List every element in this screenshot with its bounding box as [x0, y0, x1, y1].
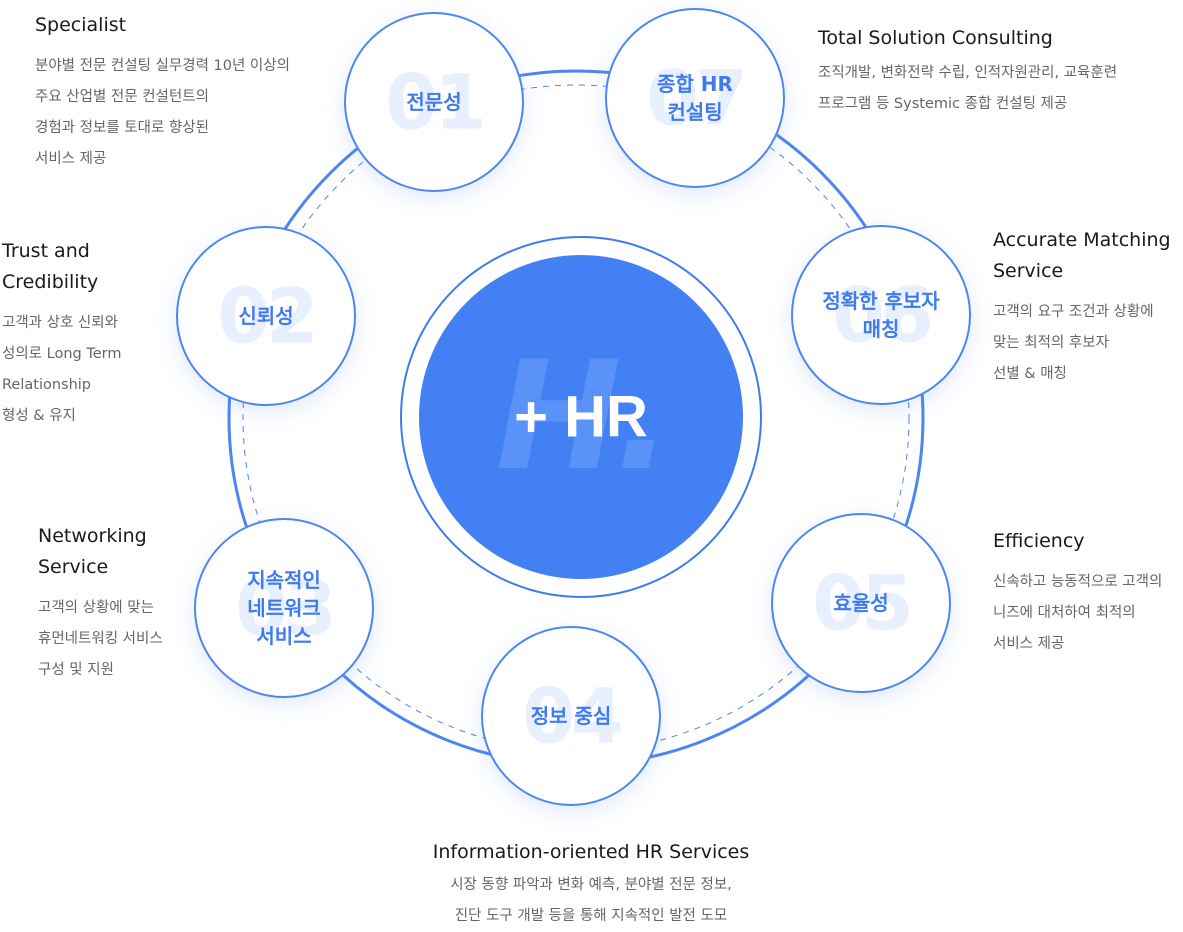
node-06: 06 정확한 후보자 매칭: [791, 225, 971, 405]
center-hub: H. + HR: [419, 255, 743, 579]
description-body: 고객의 상황에 맞는 휴먼네트워킹 서비스 구성 및 지원: [38, 600, 163, 678]
node-label: 지속적인 네트워크 서비스: [247, 568, 321, 648]
node-label: 정확한 후보자 매칭: [822, 289, 940, 341]
description-body: 신속하고 능동적으로 고객의 니즈에 대처하여 최적의 서비스 제공: [993, 574, 1163, 652]
description-body: 고객과 상호 신뢰와 성의로 Long Term Relationship 형성…: [2, 315, 122, 424]
description-title: Accurate Matching Service: [993, 229, 1171, 282]
node-label: 효율성: [833, 591, 889, 615]
description-title: Networking Service: [38, 525, 147, 578]
description-07: Total Solution Consulting 조직개발, 변화전략 수립,…: [818, 23, 1117, 120]
center-watermark: H.: [495, 330, 673, 504]
node-label: 종합 HR 컨설팅: [657, 72, 733, 124]
node-label: 전문성: [406, 90, 462, 114]
node-01: 01 전문성: [344, 12, 524, 192]
node-04: 04 정보 중심: [481, 626, 661, 806]
description-title: Information-oriented HR Services: [432, 841, 750, 863]
description-body: 조직개발, 변화전략 수립, 인적자원관리, 교육훈련 프로그램 등 Syste…: [818, 65, 1118, 112]
node-number: 01: [385, 57, 487, 147]
description-title: Specialist: [35, 14, 127, 36]
description-title: Total Solution Consulting: [818, 27, 1053, 49]
description-body: 시장 동향 파악과 변화 예측, 분야별 전문 정보, 진단 도구 개발 등을 …: [450, 877, 732, 924]
description-body: 분야별 전문 컨설팅 실무경력 10년 이상의 주요 산업별 전문 컨설턴트의 …: [35, 58, 290, 167]
node-07: 07 종합 HR 컨설팅: [605, 8, 785, 188]
description-02: Trust and Credibility 고객과 상호 신뢰와 성의로 Lon…: [2, 236, 121, 432]
node-label: 신뢰성: [238, 304, 294, 328]
description-01: Specialist 분야별 전문 컨설팅 실무경력 10년 이상의 주요 산업…: [35, 10, 290, 175]
description-03: Networking Service 고객의 상황에 맞는 휴먼네트워킹 서비스…: [38, 521, 163, 686]
node-02: 02 신뢰성: [176, 226, 356, 406]
description-04: Information-oriented HR Services 시장 동향 파…: [376, 837, 806, 932]
node-number: 06: [832, 270, 934, 360]
node-number: 07: [646, 53, 748, 143]
node-number: 02: [217, 271, 319, 361]
description-06: Accurate Matching Service 고객의 요구 조건과 상황에…: [993, 225, 1171, 390]
description-body: 고객의 요구 조건과 상황에 맞는 최적의 후보자 선별 & 매칭: [993, 304, 1154, 382]
node-number: 03: [235, 563, 337, 653]
node-05: 05 효율성: [771, 513, 951, 693]
description-05: Efficiency 신속하고 능동적으로 고객의 니즈에 대처하여 최적의 서…: [993, 526, 1162, 660]
node-label: 정보 중심: [530, 704, 612, 728]
node-number: 04: [522, 671, 624, 761]
node-number: 05: [812, 558, 914, 648]
description-title: Efficiency: [993, 530, 1085, 552]
description-title: Trust and Credibility: [2, 240, 99, 293]
center-label: + HR: [514, 384, 648, 450]
node-03: 03 지속적인 네트워크 서비스: [194, 518, 374, 698]
